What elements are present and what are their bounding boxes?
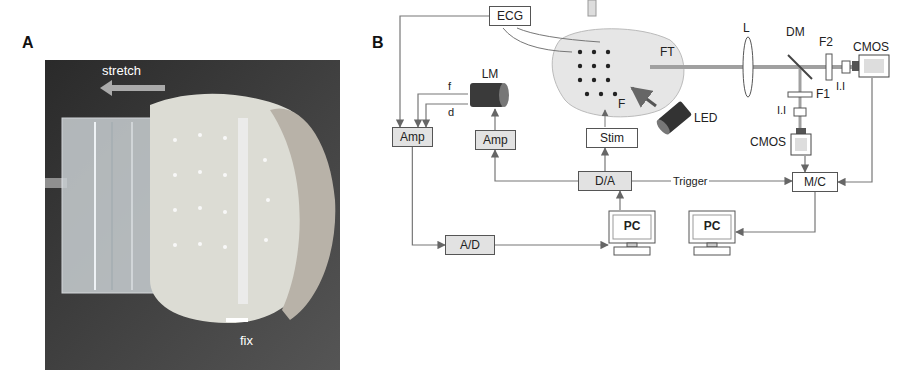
heart [552, 29, 684, 117]
filter [788, 92, 812, 97]
fix-label: fix [240, 334, 253, 348]
converter-box: D/A [578, 171, 632, 191]
node-label: M/C [800, 175, 830, 189]
stimulator-box: Stim [586, 128, 638, 148]
photo-ground [45, 60, 340, 370]
node-label: LM [482, 67, 499, 81]
signal-arrow [495, 150, 578, 181]
signal-arrow [604, 148, 605, 171]
amplifier-box: Amp [475, 130, 516, 150]
signal-arrow [736, 192, 815, 232]
cmos-camera: CMOS [852, 40, 890, 78]
part-label: I.I [777, 104, 786, 116]
ecg-box: ECG [489, 6, 531, 26]
node-label: D/A [586, 174, 624, 188]
node-label: Stim [594, 131, 630, 145]
glass-edge [132, 122, 133, 290]
signal-arrow [426, 104, 468, 127]
part-label: F [618, 98, 625, 111]
signal-label: f [446, 80, 453, 92]
ecg-lead [517, 28, 600, 42]
motor-icon [468, 81, 512, 109]
node-label: CMOS [750, 135, 786, 149]
signal-arrow [412, 147, 445, 245]
direction-label: stretch [102, 64, 141, 78]
glass-edge [111, 122, 113, 290]
signal-arrow [418, 94, 468, 127]
electrode-dots [578, 50, 617, 96]
node-label: Amp [400, 130, 425, 144]
stretch-arrow [100, 80, 165, 96]
node-label: PC [688, 219, 736, 233]
camera-icon [789, 128, 813, 156]
marker-dots [173, 133, 270, 249]
camera-icon [852, 54, 890, 78]
signal-arrow [400, 16, 489, 127]
part-label: L [743, 22, 750, 35]
node-label: Amp [483, 133, 508, 147]
part-label: FT [660, 46, 675, 59]
cmos-camera: CMOS [750, 128, 813, 156]
signal-arrow [838, 78, 872, 182]
part-label: DM [786, 26, 805, 39]
signal-arrow [804, 156, 805, 172]
panel-letter: B [372, 34, 384, 52]
part-label: LED [694, 112, 717, 125]
excitation-light [632, 88, 656, 106]
signal-arrow [619, 191, 620, 210]
signal-arrow [632, 180, 792, 181]
tissue-photo [45, 60, 340, 370]
signal-label: Trigger [671, 175, 709, 187]
lens [743, 37, 753, 97]
part-label: F2 [819, 36, 833, 49]
node-label: A/D [453, 238, 487, 252]
scale-bar [226, 318, 248, 322]
signal-label: d [446, 106, 456, 118]
dichroic-mirror [788, 55, 812, 79]
panel-letter: A [22, 34, 34, 52]
perfusion-cannula [588, 0, 596, 16]
part-label: I.I [836, 80, 845, 92]
amplifier-box: Amp [392, 127, 433, 147]
node-label: PC [608, 219, 656, 233]
fix-plate [238, 118, 248, 304]
computer: PC [608, 210, 656, 256]
controller-box: M/C [792, 172, 838, 192]
image-intensifier [842, 61, 850, 73]
part-label: F1 [816, 88, 830, 101]
signal-arrow [495, 244, 608, 245]
converter-box: A/D [445, 235, 495, 255]
led-source [654, 101, 692, 137]
tissue-fold [270, 108, 335, 320]
ecg-lead [503, 28, 572, 52]
monitor-icon [608, 210, 656, 256]
computer: PC [688, 210, 736, 256]
signal-arrow [494, 109, 495, 130]
image-intensifier [794, 108, 806, 116]
node-label: CMOS [853, 40, 889, 54]
filter [826, 54, 832, 80]
stim-lead [605, 110, 606, 127]
node-label: ECG [497, 9, 523, 23]
monitor-icon [688, 210, 736, 256]
glass-edge [94, 122, 96, 290]
lever-motor: LM [468, 67, 512, 109]
